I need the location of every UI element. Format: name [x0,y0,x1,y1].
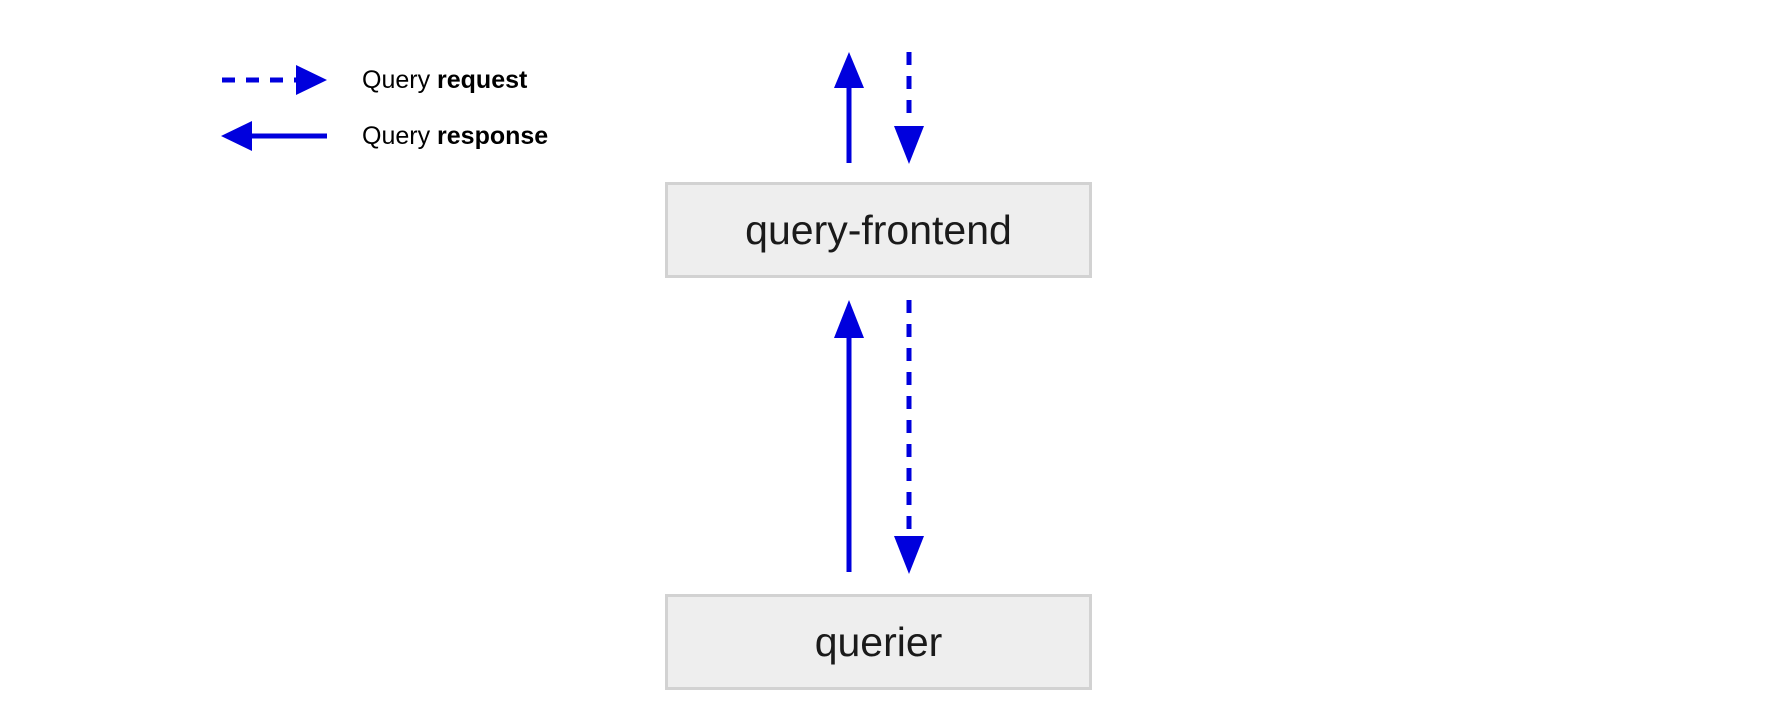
arrow-querier-to-frontend-response [834,300,864,572]
node-querier-label: querier [814,618,943,665]
legend-item-query-request: Query request [200,52,527,108]
legend: Query request Query response [200,52,720,168]
legend-label-prefix: Query [362,65,438,94]
legend-label-prefix: Query [362,121,438,150]
arrow-frontend-to-querier-request [894,300,924,574]
arrow-client-to-frontend-request [894,52,924,164]
legend-label-emphasis: request [437,65,528,94]
legend-swatch-solid-left-arrow-icon [200,108,340,164]
arrow-frontend-to-client-response [834,52,864,163]
legend-label-query-request: Query request [362,65,528,94]
node-query-frontend-label: query-frontend [745,206,1012,253]
legend-label-emphasis: response [437,121,549,150]
legend-swatch-dashed-right-arrow-icon [200,52,340,108]
legend-item-query-response: Query response [200,108,548,164]
node-query-frontend[interactable]: query-frontend [665,182,1092,278]
legend-label-query-response: Query response [362,121,549,150]
node-querier[interactable]: querier [665,594,1092,690]
